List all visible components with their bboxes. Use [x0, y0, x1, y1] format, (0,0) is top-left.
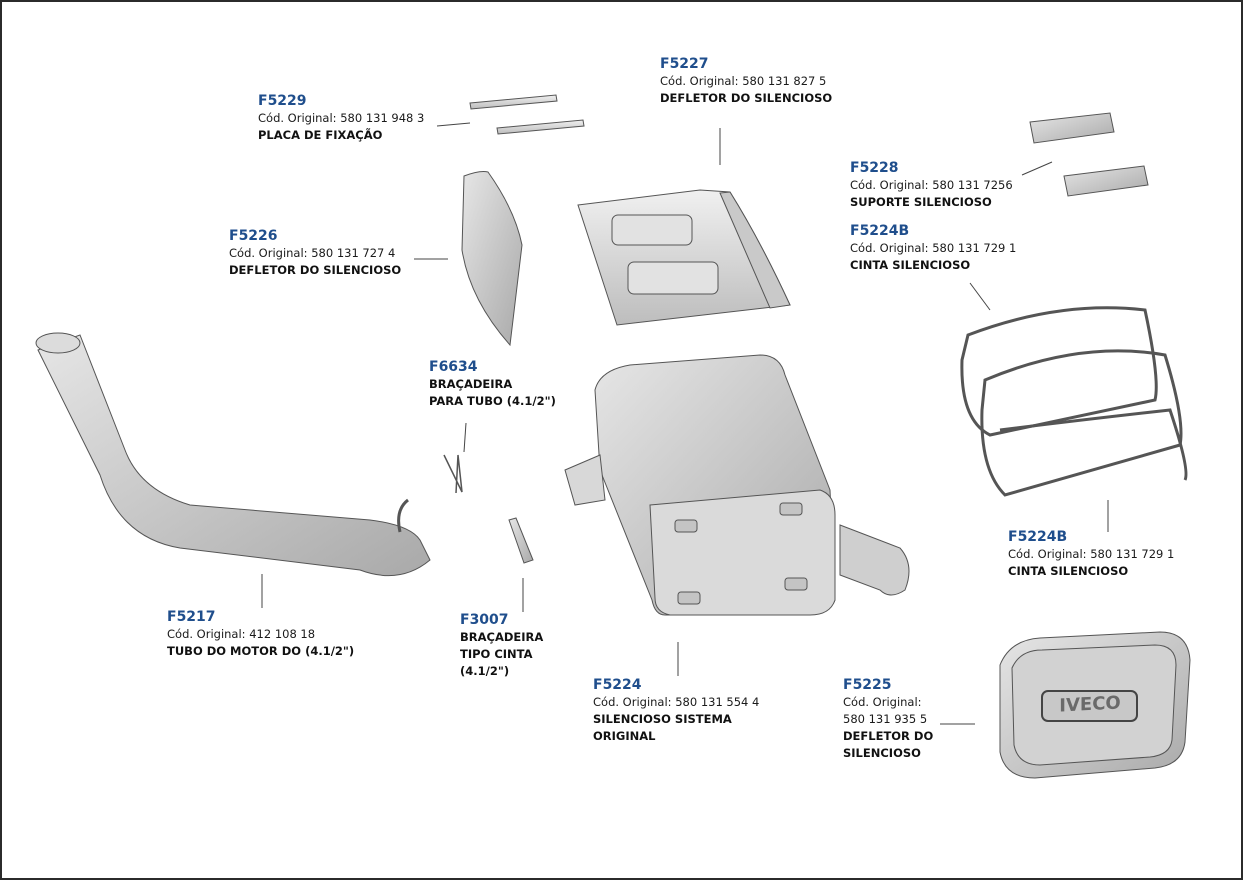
part-code: F5228	[850, 160, 899, 176]
part-name: SUPORTE SILENCIOSO	[850, 195, 992, 209]
label-f3007: F3007 BRAÇADEIRA TIPO CINTA (4.1/2")	[460, 611, 543, 680]
muffler-drawing	[564, 354, 910, 616]
muffler-supports-drawing	[1029, 112, 1149, 197]
original-code: Cód. Original: 580 131 727 4	[229, 246, 396, 260]
label-f5217: F5217 Cód. Original: 412 108 18 TUBO DO …	[167, 608, 354, 660]
iveco-logo: IVECO	[1059, 692, 1121, 717]
label-f5229: F5229 Cód. Original: 580 131 948 3 PLACA…	[258, 92, 424, 144]
label-f5224: F5224 Cód. Original: 580 131 554 4 SILEN…	[593, 676, 759, 745]
label-f5228: F5228 Cód. Original: 580 131 7256 SUPORT…	[850, 159, 1013, 211]
part-code: F5224B	[850, 223, 910, 239]
original-code: Cód. Original: 580 131 729 1	[850, 241, 1017, 255]
part-code: F3007	[460, 612, 509, 628]
strap-clamp-drawing	[508, 517, 534, 564]
original-code: Cód. Original: 412 108 18	[167, 627, 316, 641]
part-name: DEFLETOR DO SILENCIOSO	[229, 263, 402, 277]
part-name: PLACA DE FIXAÇÃO	[258, 128, 383, 142]
deflector-plate-drawing	[577, 189, 791, 326]
label-f5226: F5226 Cód. Original: 580 131 727 4 DEFLE…	[229, 227, 401, 279]
part-name: TIPO CINTA	[460, 647, 533, 661]
iveco-deflector-drawing	[999, 631, 1191, 779]
part-name: SILENCIOSO	[843, 746, 921, 760]
part-name: SILENCIOSO SISTEMA	[593, 712, 732, 726]
part-code: F5225	[843, 677, 892, 693]
part-code: F5217	[167, 609, 216, 625]
part-name: DEFLETOR DO SILENCIOSO	[660, 91, 833, 105]
pipe-clamp-drawing	[443, 454, 463, 494]
part-code: F5226	[229, 228, 278, 244]
muffler-straps-drawing	[960, 306, 1188, 497]
part-name: BRAÇADEIRA	[460, 630, 544, 644]
label-f6634: F6634 BRAÇADEIRA PARA TUBO (4.1/2")	[429, 358, 556, 410]
part-code: F5224B	[1008, 529, 1068, 545]
label-f5225: F5225 Cód. Original: 580 131 935 5 DEFLE…	[843, 676, 933, 762]
part-name: (4.1/2")	[460, 664, 510, 678]
engine-pipe-drawing	[35, 332, 431, 577]
part-name: TUBO DO MOTOR DO (4.1/2")	[167, 644, 355, 658]
part-name: PARA TUBO (4.1/2")	[429, 394, 556, 408]
original-code: Cód. Original: 580 131 7256	[850, 178, 1013, 192]
original-code-number: 580 131 935 5	[843, 712, 928, 726]
part-name: ORIGINAL	[593, 729, 656, 743]
original-code: Cód. Original: 580 131 729 1	[1008, 547, 1175, 561]
label-f5224b-top: F5224B Cód. Original: 580 131 729 1 CINT…	[850, 222, 1016, 274]
original-code: Cód. Original: 580 131 554 4	[593, 695, 760, 709]
part-code: F5224	[593, 677, 642, 693]
fixation-plates-drawing	[469, 94, 585, 135]
part-name: BRAÇADEIRA	[429, 377, 513, 391]
original-code: Cód. Original: 580 131 827 5	[660, 74, 827, 88]
part-code: F5227	[660, 56, 709, 72]
part-name: DEFLETOR DO	[843, 729, 934, 743]
curved-deflector-drawing	[461, 171, 523, 347]
label-f5224b-bottom: F5224B Cód. Original: 580 131 729 1 CINT…	[1008, 528, 1174, 580]
label-f5227: F5227 Cód. Original: 580 131 827 5 DEFLE…	[660, 55, 832, 107]
original-code: Cód. Original: 580 131 948 3	[258, 111, 425, 125]
part-code: F5229	[258, 93, 307, 109]
part-name: CINTA SILENCIOSO	[850, 258, 971, 272]
leader-lines	[261, 122, 1109, 725]
part-name: CINTA SILENCIOSO	[1008, 564, 1129, 578]
original-code: Cód. Original:	[843, 695, 922, 709]
part-code: F6634	[429, 359, 478, 375]
